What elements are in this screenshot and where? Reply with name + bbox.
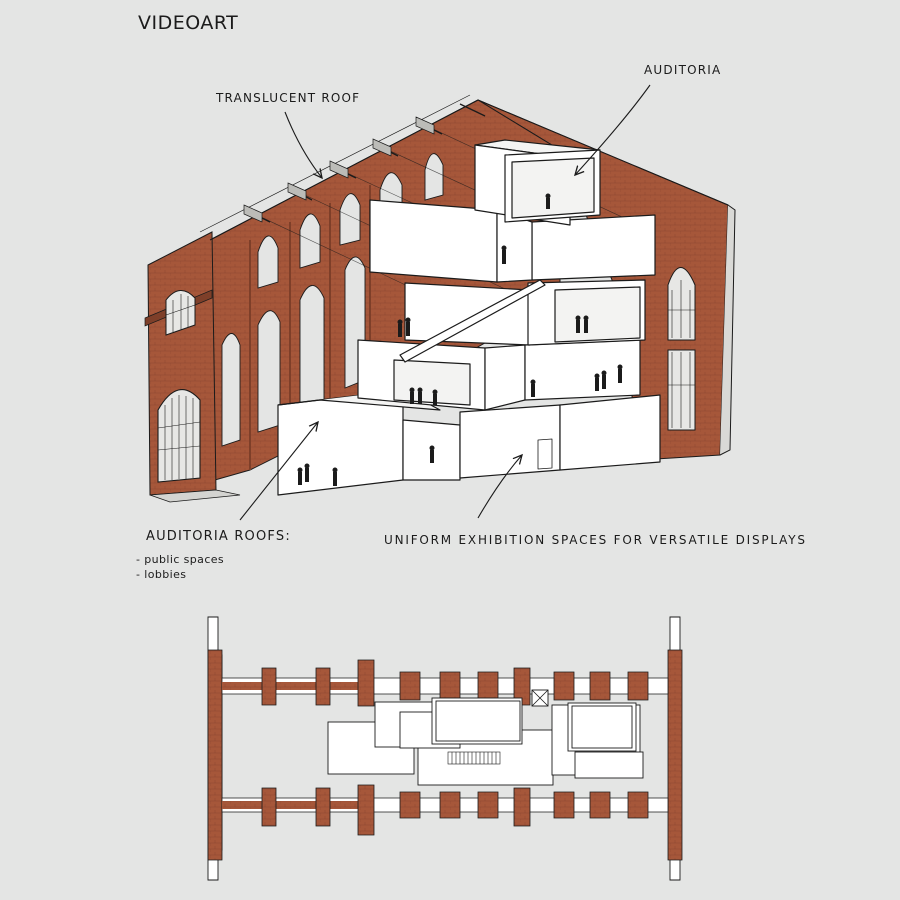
front-gable-wall xyxy=(144,231,241,503)
list-item: - public spaces xyxy=(136,553,225,566)
back-gable-wall xyxy=(477,99,736,461)
auditoria-roofs-label: AUDITORIA ROOFS: xyxy=(146,529,291,544)
floor-plan xyxy=(207,616,683,881)
auditoria-roofs-list: - public spaces - lobbies xyxy=(136,552,224,582)
uniform-spaces-label: UNIFORM EXHIBITION SPACES FOR VERSATILE … xyxy=(384,533,807,547)
isometric-section xyxy=(144,84,736,521)
leader-arrows xyxy=(239,84,651,521)
translucent-roof-label: TRANSLUCENT ROOF xyxy=(216,91,361,105)
auditoria-label: AUDITORIA xyxy=(644,63,722,77)
exhibition-boxes xyxy=(277,139,661,496)
list-item: - lobbies xyxy=(136,568,187,581)
people xyxy=(297,193,623,486)
plan-stair xyxy=(447,751,501,765)
page-title: VIDEOART xyxy=(138,12,239,34)
